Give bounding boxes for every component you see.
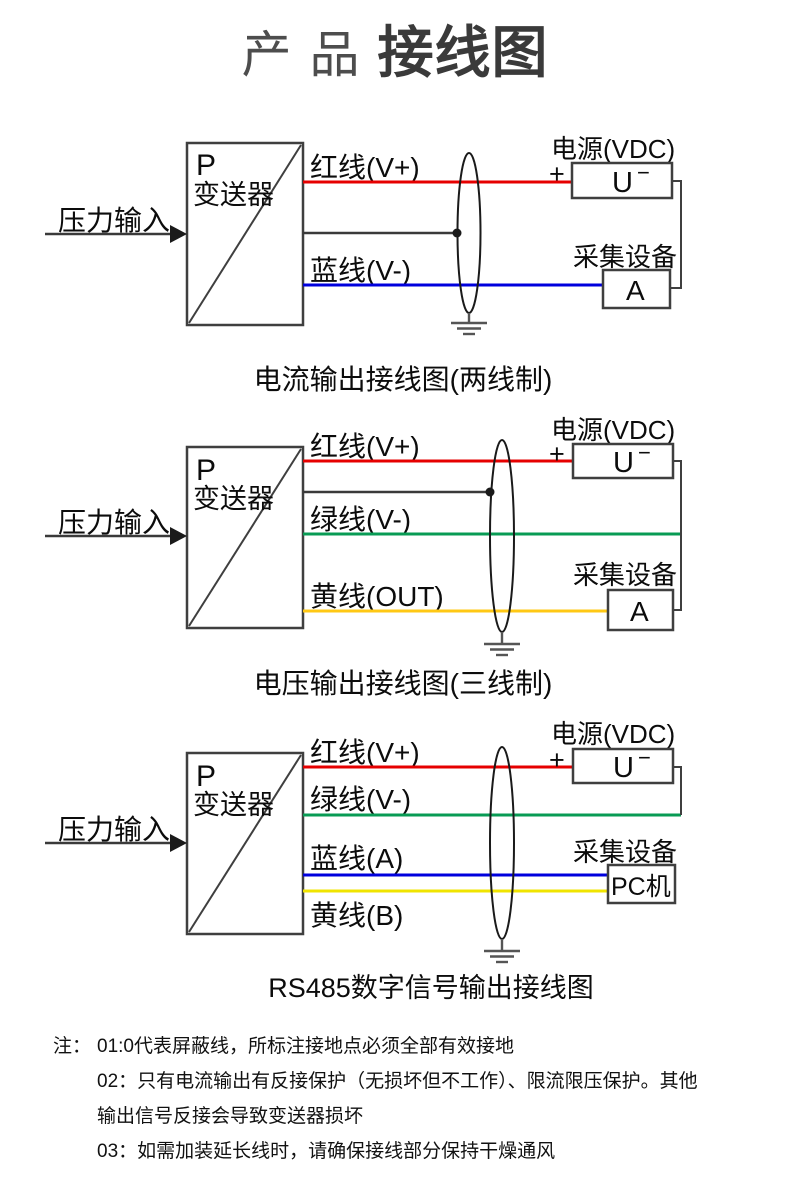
pressure-input-label: 压力输入 — [58, 814, 170, 845]
blue-wire-label: 蓝线(A) — [310, 843, 403, 874]
transmitter-letter: P — [196, 454, 216, 487]
collector-label: 采集设备 — [573, 837, 677, 867]
collector-unit-label: A — [626, 275, 645, 306]
collector-unit-label: A — [630, 596, 649, 627]
right-rail — [673, 766, 682, 815]
diagram-rs485-output: P 变送器 压力输入 红线(V+) 绿线(V-) 蓝线(A) 黄线(B) 电源(… — [45, 719, 682, 964]
page-title-light: 产品 — [241, 27, 378, 83]
transmitter-diagonal — [188, 144, 302, 324]
red-wire-label: 红线(V+) — [310, 431, 420, 462]
yellow-wire-label: 黄线(OUT) — [310, 581, 444, 612]
ground-icon — [451, 313, 487, 336]
red-wire-label: 红线(V+) — [310, 152, 420, 183]
transmitter-diagonal — [188, 754, 302, 933]
green-wire-label: 绿线(V-) — [310, 504, 411, 535]
note-line-4: 03：如需加装延长线时，请确保接线部分保持干燥通风 — [97, 1141, 556, 1162]
power-box — [571, 442, 675, 480]
power-unit-label: U — [613, 752, 634, 784]
caption-rs485-output: RS485数字信号输出接线图 — [268, 973, 594, 1003]
power-supply-label: 电源(VDC) — [551, 134, 675, 164]
collector-label: 采集设备 — [573, 560, 677, 590]
power-box — [571, 747, 675, 785]
plus-label: + — [549, 745, 565, 775]
collector-label: 采集设备 — [573, 242, 677, 272]
ground-icon — [484, 939, 520, 964]
input-arrowhead-icon — [170, 834, 187, 852]
shield-junction-dot — [485, 487, 495, 497]
page-title: 产品 接线图 — [0, 8, 790, 89]
power-box — [570, 161, 674, 200]
blue-wire-label: 蓝线(V-) — [310, 255, 411, 286]
input-arrowhead-icon — [170, 225, 187, 243]
power-minus-label: − — [638, 745, 651, 770]
transmitter-letter: P — [196, 149, 216, 182]
note-line-3: 输出信号反接会导致变送器损坏 — [97, 1106, 364, 1127]
transmitter-diagonal — [188, 448, 302, 627]
right-rail — [670, 180, 682, 289]
power-minus-label: − — [637, 160, 650, 185]
power-minus-label: − — [638, 440, 651, 465]
power-unit-label: U — [613, 447, 634, 479]
transmitter-letter: P — [196, 760, 216, 793]
transmitter-name: 变送器 — [193, 790, 274, 820]
plus-label: + — [549, 159, 565, 189]
note-line-1: 01:0代表屏蔽线，所标注接地点必须全部有效接地 — [97, 1036, 514, 1057]
collector-box — [601, 268, 672, 310]
green-wire-label: 绿线(V-) — [310, 784, 411, 815]
transmitter-name: 变送器 — [193, 180, 274, 210]
ground-icon — [484, 632, 520, 657]
shield-ellipse — [489, 746, 515, 940]
pressure-input-label: 压力输入 — [58, 507, 170, 538]
collector-unit-label: PC机 — [611, 873, 671, 901]
power-supply-label: 电源(VDC) — [551, 719, 675, 749]
collector-box — [606, 863, 677, 905]
right-rail — [673, 460, 682, 611]
red-wire-label: 红线(V+) — [310, 737, 420, 768]
shield-ellipse — [489, 439, 515, 633]
caption-current-output: 电流输出接线图(两线制) — [253, 364, 553, 395]
transmitter-name: 变送器 — [193, 484, 274, 514]
pressure-input-label: 压力输入 — [58, 205, 170, 236]
power-supply-label: 电源(VDC) — [551, 415, 675, 445]
page-title-bold: 接线图 — [377, 21, 549, 84]
notes-prefix: 注： — [53, 1036, 92, 1057]
collector-box — [606, 588, 675, 632]
caption-voltage-output: 电压输出接线图(三线制) — [253, 668, 553, 699]
power-unit-label: U — [612, 167, 633, 199]
diagram-current-output: P 变送器 压力输入 红线(V+) 蓝线(V-) 电源(VDC) + U − 采… — [45, 134, 682, 336]
input-arrowhead-icon — [170, 527, 187, 545]
diagram-voltage-output: P 变送器 压力输入 红线(V+) 绿线(V-) 黄线(OUT) 电源(VDC)… — [45, 415, 682, 657]
plus-label: + — [549, 439, 565, 469]
note-line-2: 02：只有电流输出有反接保护（无损坏但不工作）、限流限压保护。其他 — [97, 1071, 698, 1092]
yellow-wire-label: 黄线(B) — [310, 900, 403, 931]
